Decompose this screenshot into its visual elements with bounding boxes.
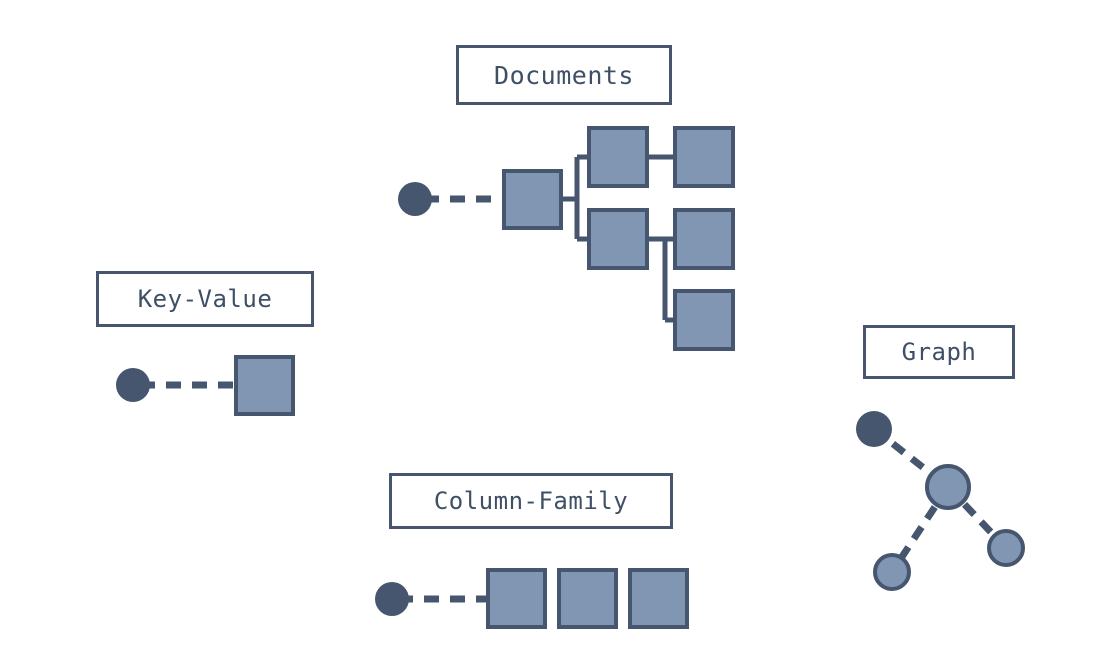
documents-box-child-2-2 <box>673 289 735 351</box>
column-family-column-3 <box>628 568 689 629</box>
column-family-column-1 <box>486 568 547 629</box>
label-text-key-value: Key-Value <box>137 285 273 313</box>
key-value-value-square <box>234 355 295 416</box>
graph-node-primary <box>856 411 892 447</box>
label-box-documents: Documents <box>456 45 672 105</box>
documents-box-child-1-1 <box>673 126 735 188</box>
label-box-graph: Graph <box>863 325 1015 379</box>
column-family-glyph <box>375 568 689 629</box>
label-box-column-family: Column-Family <box>389 473 673 529</box>
label-box-key-value: Key-Value <box>96 271 314 327</box>
graph-node-hub <box>925 464 971 510</box>
column-family-row-circle <box>375 582 409 616</box>
documents-box-child-1 <box>587 126 649 188</box>
documents-root-circle <box>398 182 432 216</box>
documents-box-child-2-1 <box>673 208 735 270</box>
graph-node-leaf-left <box>873 553 911 591</box>
label-text-graph: Graph <box>901 338 977 366</box>
label-text-column-family: Column-Family <box>433 487 629 515</box>
graph-node-leaf-right <box>987 529 1025 567</box>
column-family-column-2 <box>557 568 618 629</box>
label-text-documents: Documents <box>494 60 634 90</box>
key-value-key-circle <box>116 368 150 402</box>
documents-box-root <box>502 169 563 230</box>
graph-glyph <box>856 411 1025 591</box>
documents-box-child-2 <box>587 208 649 270</box>
documents-glyph <box>398 126 735 351</box>
key-value-glyph <box>116 355 295 416</box>
